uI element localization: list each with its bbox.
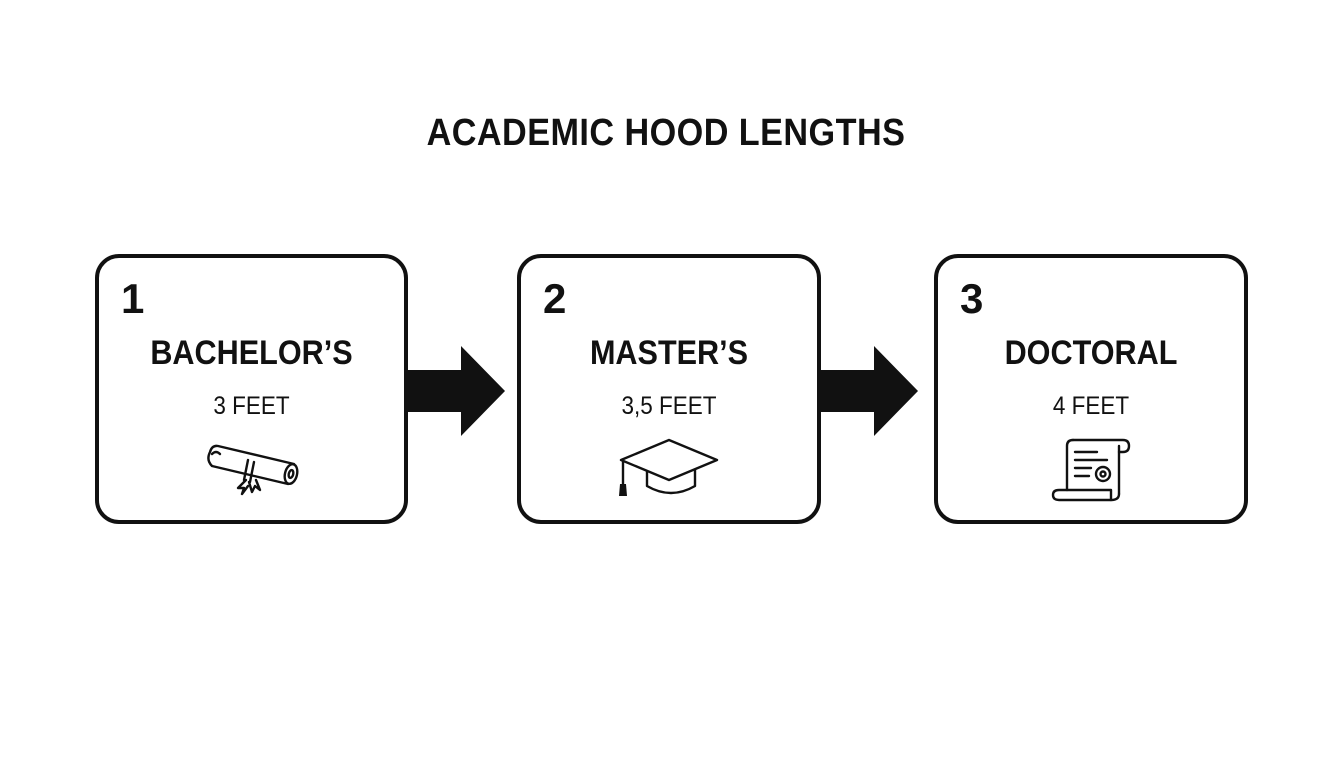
certificate-scroll-icon — [1051, 438, 1131, 502]
step-number: 2 — [543, 275, 567, 322]
degree-label: DOCTORAL — [1004, 334, 1178, 372]
hood-length: 4 FEET — [1052, 392, 1130, 420]
arrow-right-icon — [407, 346, 505, 436]
step-number: 1 — [121, 275, 145, 322]
hood-length: 3,5 FEET — [621, 392, 717, 420]
diploma-scroll-icon — [206, 444, 299, 496]
step-card-masters: 2 MASTER’S 3,5 FEET — [517, 254, 821, 524]
degree-label: BACHELOR’S — [150, 334, 353, 372]
graduation-cap-icon — [619, 438, 719, 496]
step-card-bachelors: 1 BACHELOR’S 3 FEET — [95, 254, 408, 524]
diagram-title: ACADEMIC HOOD LENGTHS — [426, 112, 906, 154]
step-card-doctoral: 3 DOCTORAL 4 FEET — [934, 254, 1248, 524]
hood-length: 3 FEET — [213, 392, 290, 420]
arrow-right-icon — [820, 346, 918, 436]
degree-label: MASTER’S — [589, 334, 749, 372]
step-number: 3 — [960, 275, 984, 322]
